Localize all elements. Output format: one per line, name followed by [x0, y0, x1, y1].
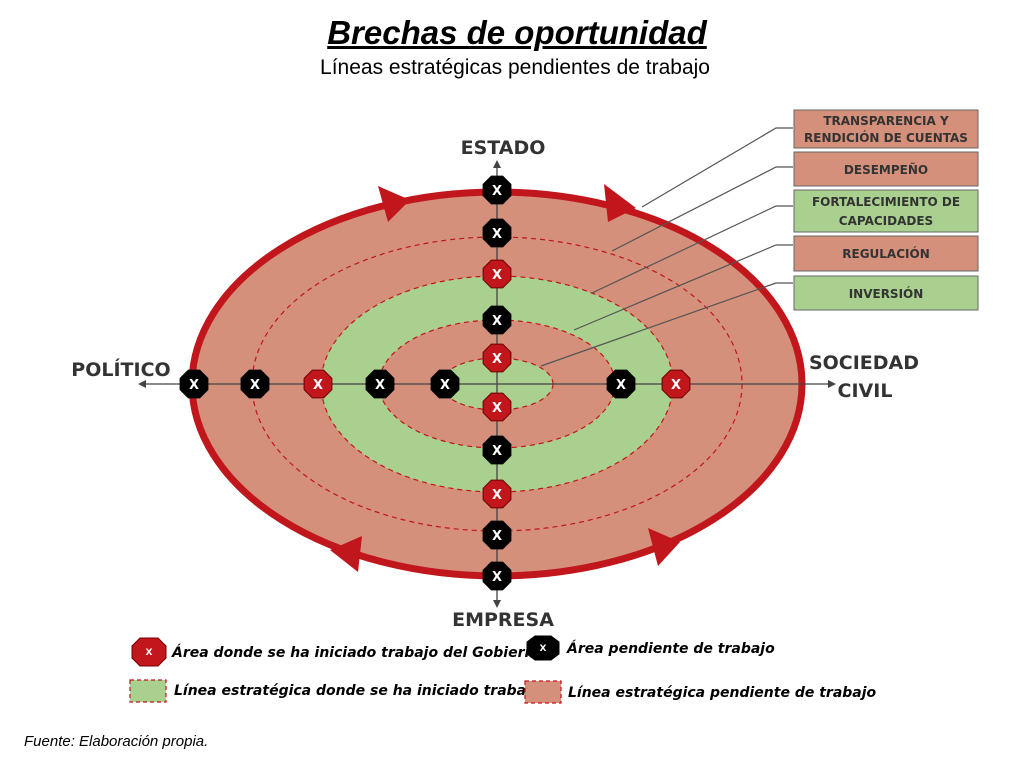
arrow-top-right [604, 184, 636, 222]
vertical-marker-pending: X [482, 435, 512, 465]
page-subtitle: Líneas estratégicas pendientes de trabaj… [320, 56, 710, 79]
vertical-marker-started: X [482, 343, 512, 373]
ring-label-box-transparencia: TRANSPARENCIA Y RENDICIÓN DE CUENTAS [793, 109, 979, 149]
legend-started-line-swatch [129, 679, 167, 703]
vertical-marker-pending: X [482, 561, 512, 591]
horizontal-axis-arrow-left [138, 380, 146, 388]
vertical-marker-pending-label: X [492, 570, 502, 585]
leader-line-regulacion [573, 244, 793, 331]
markers-group: X X X X X X X X X X X X X X X X X [179, 175, 691, 591]
legend-pending-line-swatch [524, 680, 562, 704]
vertical-marker-pending-label: X [492, 314, 502, 329]
vertical-marker-pending: X [482, 305, 512, 335]
ring-label-inversion: INVERSIÓN [849, 286, 924, 301]
axis-label-left: POLÍTICO [71, 358, 170, 381]
axis-label-top: ESTADO [461, 137, 546, 159]
source-note: Fuente: Elaboración propia. [24, 733, 209, 750]
ring-label-transparencia-1: TRANSPARENCIA Y [823, 114, 949, 128]
vertical-marker-started: X [482, 259, 512, 289]
ring-label-box-desempeno: DESEMPEÑO [793, 151, 979, 187]
horizontal-marker-started-label: X [671, 378, 681, 393]
leader-line-fortalecimiento [591, 205, 793, 294]
legend-pending-area-marker: X [526, 635, 560, 661]
vertical-marker-started: X [482, 392, 512, 422]
vertical-marker-pending-label: X [492, 184, 502, 199]
legend-started-mark-label: X [146, 648, 153, 658]
legend-pending-area: Área pendiente de trabajo [566, 640, 775, 657]
horizontal-marker-pending-label: X [375, 378, 385, 393]
arrow-bottom-left [330, 536, 362, 572]
horizontal-marker-started-label: X [313, 378, 323, 393]
ring-label-box-regulacion: REGULACIÓN [793, 235, 979, 272]
legend-pending-mark-label: X [540, 644, 547, 654]
ring-label-transparencia-2: RENDICIÓN DE CUENTAS [804, 130, 968, 145]
horizontal-marker-pending-label: X [250, 378, 260, 393]
vertical-marker-pending-label: X [492, 529, 502, 544]
legend-started-area-marker: X [131, 637, 167, 667]
vertical-marker-pending: X [482, 218, 512, 248]
ring-label-desempeno: DESEMPEÑO [844, 162, 928, 177]
horizontal-marker-pending: X [240, 369, 270, 399]
vertical-axis-arrow-down [493, 600, 501, 608]
axis-label-right-1: SOCIEDAD [809, 352, 919, 374]
ring-label-fortalecimiento-2: CAPACIDADES [839, 214, 933, 228]
vertical-marker-started: X [482, 479, 512, 509]
vertical-marker-started-label: X [492, 401, 502, 416]
horizontal-marker-pending: X [430, 369, 460, 399]
arrow-top-left [378, 186, 410, 222]
vertical-marker-started-label: X [492, 488, 502, 503]
ring-label-regulacion: REGULACIÓN [842, 246, 929, 261]
legend-started-line: Línea estratégica donde se ha iniciado t… [174, 683, 541, 699]
leader-line-desempeno [611, 166, 793, 252]
axis-label-bottom: EMPRESA [452, 609, 554, 631]
horizontal-axis-arrow-right [828, 380, 836, 388]
horizontal-marker-pending-label: X [616, 378, 626, 393]
vertical-marker-started-label: X [492, 268, 502, 283]
ring-label-box-fortalecimiento: FORTALECIMIENTO DE CAPACIDADES [793, 189, 979, 233]
axis-label-right-2: CIVIL [838, 380, 893, 402]
vertical-marker-pending: X [482, 520, 512, 550]
horizontal-marker-pending: X [179, 369, 209, 399]
vertical-marker-started-label: X [492, 352, 502, 367]
vertical-marker-pending-label: X [492, 227, 502, 242]
horizontal-marker-started: X [661, 369, 691, 399]
vertical-marker-pending: X [482, 175, 512, 205]
horizontal-marker-pending-label: X [189, 378, 199, 393]
vertical-marker-pending-label: X [492, 444, 502, 459]
ring-label-fortalecimiento-1: FORTALECIMIENTO DE [812, 195, 960, 209]
horizontal-marker-started: X [303, 369, 333, 399]
ring-label-box-inversion: INVERSIÓN [793, 275, 979, 311]
horizontal-marker-pending: X [606, 369, 636, 399]
vertical-axis-arrow-up [493, 160, 501, 168]
legend-pending-line: Línea estratégica pendiente de trabajo [568, 685, 877, 701]
horizontal-marker-pending: X [365, 369, 395, 399]
leader-line-transparencia [641, 127, 793, 208]
page-title: Brechas de oportunidad [327, 14, 707, 51]
legend: X Área donde se ha iniciado trabajo del … [129, 635, 877, 704]
horizontal-marker-pending-label: X [440, 378, 450, 393]
leader-line-inversion [540, 282, 793, 367]
legend-started-area: Área donde se ha iniciado trabajo del Go… [171, 644, 544, 661]
arrow-bottom-right [648, 528, 680, 566]
